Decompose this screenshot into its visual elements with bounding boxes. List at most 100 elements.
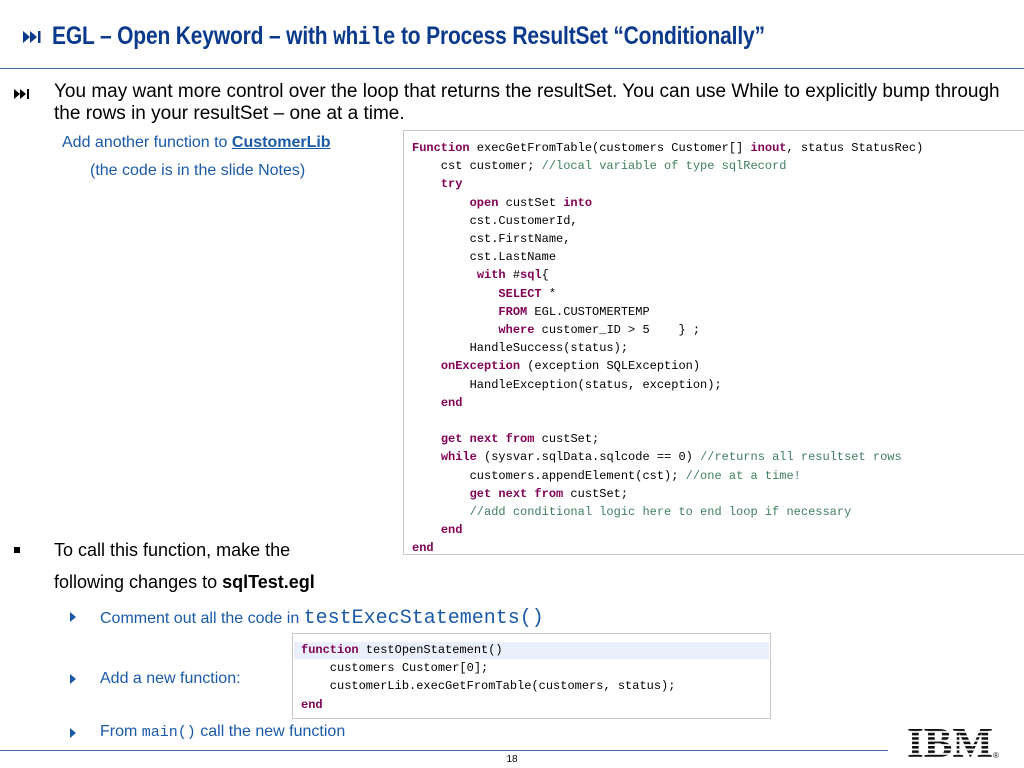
intro-text: You may want more control over the loop … <box>54 81 1000 124</box>
code-token: cst.LastName <box>412 250 557 265</box>
code-token: //local variable of type sqlRecord <box>541 159 787 174</box>
code-token: end <box>440 523 463 538</box>
code-token <box>412 432 441 446</box>
code-token: onException <box>440 359 521 374</box>
code-line: cst.CustomerId, <box>412 212 578 230</box>
code-token <box>412 323 498 337</box>
add-function-note: Add another function to CustomerLib <box>62 134 331 152</box>
code-token <box>412 177 441 191</box>
code-line: cst customer; //local variable of type s… <box>412 157 787 175</box>
code-token <box>412 450 441 464</box>
code-token: (sysvar.sqlData.sqlcode == 0) <box>476 450 701 465</box>
step-comment-code: testExecStatements() <box>303 607 544 630</box>
code-token: into <box>563 195 593 210</box>
code-token <box>412 268 477 282</box>
code-token: //returns all resultset rows <box>700 450 902 465</box>
code-token: cst customer; <box>412 159 542 174</box>
code-line: //add conditional logic here to end loop… <box>412 503 852 521</box>
step-from-suffix: call the new function <box>195 723 346 740</box>
call-instruction-prefix: following changes to <box>54 572 223 592</box>
code-line: Function execGetFromTable(customers Cust… <box>412 139 923 157</box>
code-line: with #sql{ <box>412 266 549 284</box>
code-token: (exception SQLException) <box>520 359 701 374</box>
code-listing-execGetFromTable: Function execGetFromTable(customers Cust… <box>403 130 1024 555</box>
code-line: customers Customer[0]; <box>301 659 488 677</box>
customerlib-link[interactable]: CustomerLib <box>231 134 331 151</box>
sqltest-filename: sqlTest.egl <box>222 572 315 592</box>
code-token: { <box>541 268 549 283</box>
code-line: onException (exception SQLException) <box>412 357 700 375</box>
code-token: while <box>440 450 477 465</box>
slide-title: EGL – Open Keyword – with while to Proce… <box>52 22 765 52</box>
caret-right-icon <box>70 728 76 738</box>
code-token: # <box>505 268 521 283</box>
step-comment-text: Comment out all the code in <box>100 610 304 627</box>
code-line: get next from custSet; <box>412 430 599 448</box>
code-line: end <box>412 394 463 412</box>
code-line: FROM EGL.CUSTOMERTEMP <box>412 303 650 321</box>
code-token <box>412 487 470 501</box>
code-token: cst.FirstName, <box>412 232 571 246</box>
code-token: end <box>412 541 434 556</box>
code-token: function <box>301 643 359 657</box>
code-line: end <box>412 539 434 557</box>
step-from-main: From main() call the new function <box>100 723 345 741</box>
slide-notes-hint: (the code is in the slide Notes) <box>90 162 306 179</box>
code-line: open custSet into <box>412 194 592 212</box>
code-line: SELECT * <box>412 285 556 303</box>
step-add-function: Add a new function: <box>100 670 241 687</box>
code-token: EGL.CUSTOMERTEMP <box>527 304 650 319</box>
code-line: get next from custSet; <box>412 485 628 503</box>
code-token: where <box>498 323 535 337</box>
title-suffix: to Process ResultSet “Conditionally” <box>395 22 765 50</box>
code-token <box>412 359 441 373</box>
code-token <box>412 523 441 537</box>
title-keyword: while <box>333 23 396 52</box>
call-instruction-line2: following changes to sqlTest.egl <box>54 572 315 593</box>
code-line: function testOpenStatement() <box>301 641 503 659</box>
code-token: sql <box>520 268 542 283</box>
code-token: inout <box>750 141 787 155</box>
code-token: , status StatusRec) <box>786 141 924 155</box>
code-token: custSet; <box>563 486 629 501</box>
code-token: try <box>440 177 463 192</box>
code-token: execGetFromTable(customers Customer[] <box>469 141 751 155</box>
square-bullet-icon <box>14 547 20 553</box>
code-token: customers.appendElement(cst); <box>412 468 686 483</box>
add-function-prefix: Add another function to <box>62 134 232 151</box>
title-divider <box>0 68 1024 69</box>
code-token: * <box>541 286 557 301</box>
title-prefix: EGL – Open Keyword – with <box>52 22 334 50</box>
code-token: FROM <box>498 304 528 319</box>
step-comment-out: Comment out all the code in testExecStat… <box>100 607 544 630</box>
code-token: //add conditional logic here to end loop… <box>469 505 852 519</box>
code-listing-testOpenStatement: function testOpenStatement() customers C… <box>292 633 771 719</box>
footer-divider <box>0 750 888 751</box>
step-from-text: From <box>100 723 142 740</box>
call-instruction-line1: To call this function, make the <box>54 540 291 560</box>
code-token <box>412 396 441 410</box>
code-token <box>412 505 470 519</box>
code-token: Function <box>412 141 470 155</box>
ibm-registered-mark: ® <box>993 751 999 760</box>
code-token <box>412 305 498 319</box>
code-token: customerLib.execGetFromTable(customers, … <box>301 679 676 694</box>
code-line: cst.LastName <box>412 248 556 266</box>
code-token: SELECT <box>498 286 542 301</box>
code-line: customerLib.execGetFromTable(customers, … <box>301 677 676 695</box>
code-token: end <box>301 697 323 712</box>
code-token: get next from <box>469 486 564 501</box>
code-token: //one at a time! <box>685 468 801 483</box>
code-line: HandleException(status, exception); <box>412 376 722 394</box>
code-token <box>412 196 470 210</box>
current-line-highlight <box>294 642 769 659</box>
code-token: cst.CustomerId, <box>412 213 578 228</box>
step-from-code: main() <box>141 724 196 741</box>
caret-right-icon <box>70 674 76 684</box>
code-line: try <box>412 175 463 193</box>
code-line: where customer_ID > 5 } ; <box>412 321 700 339</box>
caret-right-icon <box>70 612 76 622</box>
code-line: HandleSuccess(status); <box>412 339 628 357</box>
code-token: testOpenStatement() <box>358 643 503 657</box>
code-token <box>412 287 498 301</box>
